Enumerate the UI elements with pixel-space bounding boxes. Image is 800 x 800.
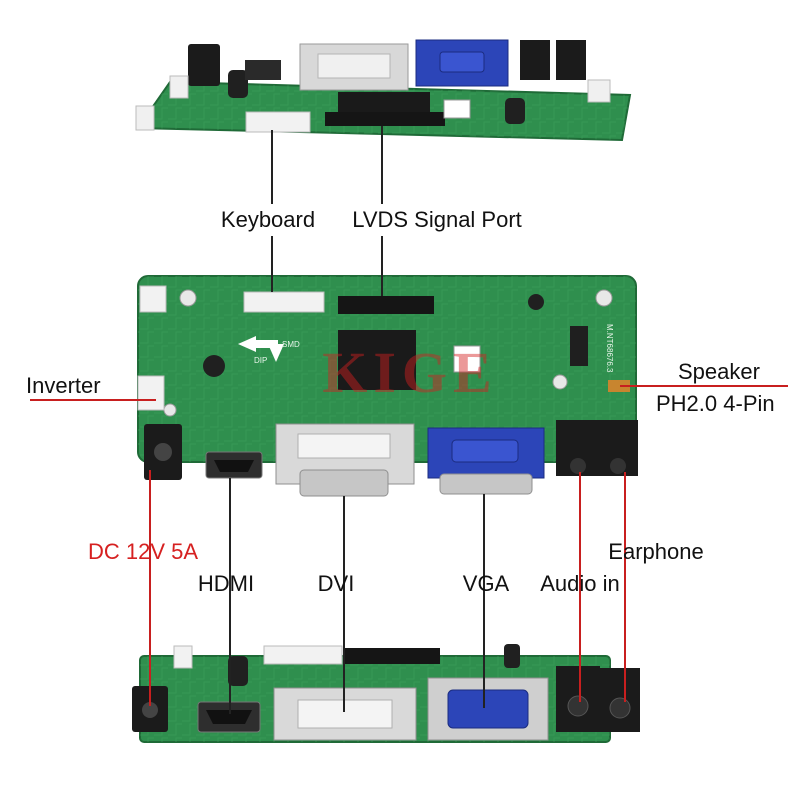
leader-lines-red [30, 385, 788, 706]
middle-board [137, 275, 638, 497]
top-lvds-header [325, 112, 445, 126]
middle-lvds-header [338, 296, 434, 314]
top-capacitor [228, 70, 248, 98]
top-dc-jack [188, 44, 220, 86]
top-hdmi-port [245, 60, 281, 80]
speaker-label: Speaker [678, 359, 760, 384]
leader-lines [229, 126, 485, 714]
top-audio-jack [520, 40, 550, 80]
bottom-board [132, 644, 640, 743]
lvds-label: LVDS Signal Port [352, 207, 522, 232]
top-main-chip [338, 92, 430, 114]
middle-keyboard-header [243, 291, 325, 313]
dvi-label: DVI [317, 571, 355, 596]
speaker-pin-label: PH2.0 4-Pin [656, 391, 775, 416]
middle-top-left-header [139, 285, 167, 313]
dc-label: DC 12V 5A [88, 539, 199, 564]
middle-capacitor [203, 355, 225, 377]
smd-arrow-icon [268, 344, 284, 362]
earphone-label: Earphone [608, 539, 704, 564]
watermark-text: KIGE [322, 340, 498, 405]
middle-inverter-header [137, 375, 165, 411]
middle-speaker-header [608, 380, 630, 392]
inverter-label: Inverter [26, 373, 101, 398]
watermark: KIGE [322, 340, 498, 405]
hdmi-label: HDMI [197, 571, 255, 596]
audio-in-label: Audio in [540, 571, 620, 596]
dip-arrow-icon [238, 336, 256, 352]
vga-label: VGA [462, 571, 510, 596]
middle-qr-sticker [453, 345, 481, 373]
middle-main-chip [338, 330, 416, 390]
bottom-lvds-header [344, 648, 440, 664]
smd-mark: SMD [282, 340, 300, 349]
top-board [135, 39, 632, 142]
board-model-mark: M.NT68676.3 [605, 324, 614, 373]
keyboard-label: Keyboard [220, 207, 316, 232]
dip-mark: DIP [254, 356, 268, 365]
top-earphone-jack [556, 40, 586, 80]
top-keyboard-header [245, 111, 311, 133]
